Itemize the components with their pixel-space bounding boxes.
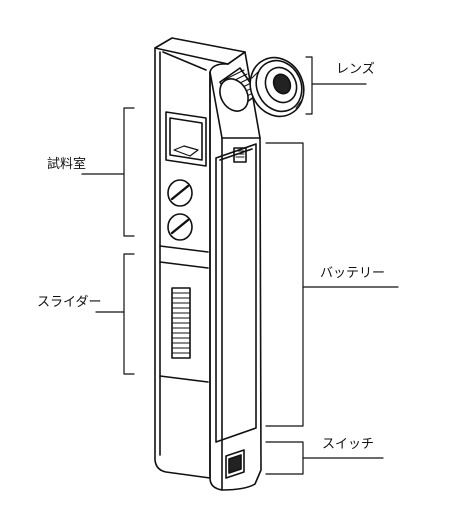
label-switch: スイッチ [322, 437, 375, 452]
label-sample-chamber: 試料室 [47, 157, 87, 172]
device-body [154, 37, 262, 491]
sample-chamber [165, 111, 207, 241]
battery-compartment [215, 143, 257, 443]
label-lens: レンズ [336, 62, 375, 77]
lens-eyepiece [219, 56, 305, 118]
slider-panel [159, 245, 209, 383]
callout-lines [81, 56, 399, 475]
label-slider: スライダー [37, 295, 102, 310]
label-battery: バッテリー [320, 266, 386, 281]
power-switch [225, 449, 245, 479]
